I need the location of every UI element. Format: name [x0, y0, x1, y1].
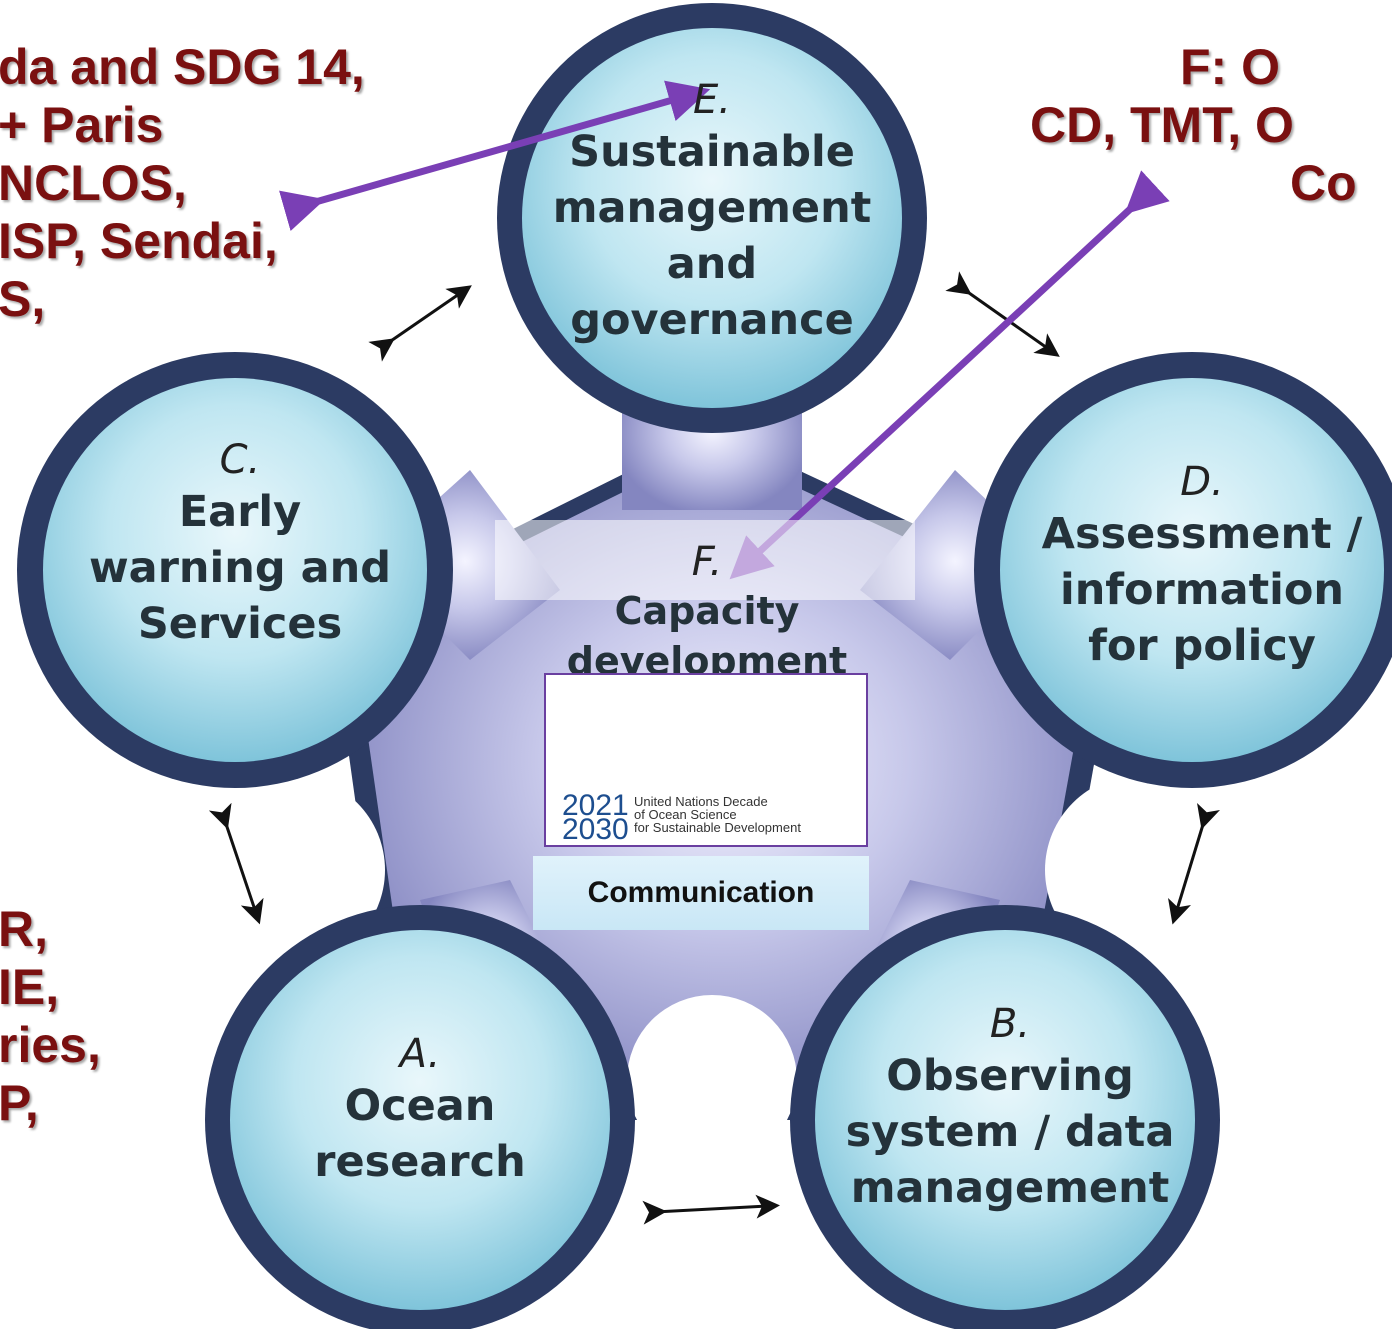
logo-year-bottom: 2030	[562, 813, 629, 846]
node-circle-a	[205, 905, 635, 1329]
node-e-letter: E.	[693, 77, 731, 123]
communication-label: Communication	[587, 876, 815, 909]
node-b: B. Observing system / data management	[820, 1000, 1200, 1216]
logo-year-top: 2021	[562, 789, 629, 822]
left-bottom-line: IE,	[0, 959, 60, 1015]
arrow-c-e	[368, 285, 472, 362]
node-a-line: Ocean	[344, 1081, 496, 1131]
left-bottom-line: P,	[0, 1075, 39, 1131]
node-f-letter: F.	[691, 539, 723, 585]
left-top-line: S,	[0, 271, 46, 327]
left-top-line: NCLOS,	[0, 155, 187, 211]
node-e: E. Sustainable management and governance	[532, 76, 892, 348]
node-c: C. Early warning and Services	[60, 436, 420, 652]
node-a: A. Ocean research	[240, 1030, 600, 1190]
node-e-line: management	[552, 183, 872, 233]
node-circle-b	[790, 905, 1220, 1329]
node-e-line: Sustainable	[569, 127, 855, 177]
right-top-line: F: O	[1180, 39, 1280, 95]
node-f-line: Capacity	[614, 589, 800, 633]
left-top-line: ISP, Sendai,	[0, 213, 278, 269]
arrow-a-b	[642, 1194, 780, 1225]
right-top-line: Co	[1290, 155, 1357, 211]
arrow-d-b	[1168, 803, 1220, 925]
node-d: D. Assessment / information for policy	[1012, 458, 1392, 674]
node-c-letter: C.	[219, 437, 261, 483]
logo-text-line: United Nations Decade	[634, 794, 768, 809]
node-f: F. Capacity development	[532, 538, 882, 686]
node-d-line: for policy	[1088, 621, 1316, 671]
left-bottom-line: ries,	[0, 1017, 101, 1073]
node-a-letter: A.	[399, 1031, 441, 1077]
logo-text-line: for Sustainable Development	[634, 820, 801, 835]
left-bottom-text: R, IE, ries, P,	[0, 900, 101, 1132]
node-b-line: system / data	[845, 1107, 1175, 1157]
communication-box: Communication	[533, 856, 869, 930]
node-d-letter: D.	[1180, 459, 1224, 505]
ocean-decade-logo: 2021 2030 United Nations Decade of Ocean…	[544, 673, 868, 847]
arrow-c-a	[208, 802, 264, 925]
left-top-text: da and SDG 14, + Paris NCLOS, ISP, Senda…	[0, 38, 365, 328]
node-c-line: Services	[137, 599, 343, 649]
node-b-line: management	[850, 1163, 1170, 1213]
node-b-line: Observing	[886, 1051, 1134, 1101]
purple-arrow-left	[279, 80, 711, 231]
node-c-line: Early	[178, 487, 302, 537]
logo-text-line: of Ocean Science	[634, 807, 737, 822]
node-e-line: and	[666, 239, 758, 289]
left-top-line: + Paris	[0, 97, 164, 153]
node-circle-c	[17, 352, 453, 788]
node-e-line: governance	[570, 295, 854, 345]
right-top-line: CD, TMT, O	[1030, 97, 1294, 153]
node-c-line: warning and	[88, 543, 392, 593]
node-d-line: Assessment /	[1041, 509, 1363, 559]
node-d-line: information	[1059, 565, 1345, 615]
node-b-letter: B.	[989, 1001, 1031, 1047]
right-top-text: F: O CD, TMT, O Co	[1030, 38, 1392, 212]
left-top-line: da and SDG 14,	[0, 39, 365, 95]
left-bottom-line: R,	[0, 901, 48, 957]
purple-arrow-right	[729, 170, 1170, 580]
center-letter-backdrop	[495, 520, 915, 600]
node-a-line: research	[314, 1137, 526, 1187]
